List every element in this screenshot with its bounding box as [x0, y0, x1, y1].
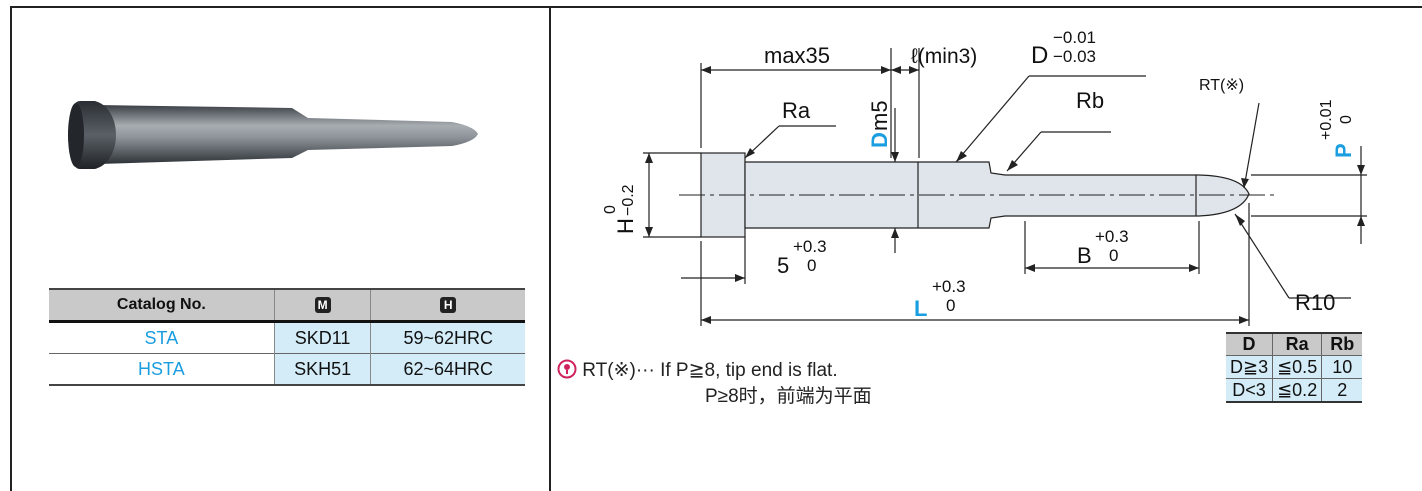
label-L: L	[914, 296, 927, 321]
dim-cell: D<3	[1226, 378, 1273, 403]
dim-cell: ≦0.5	[1272, 355, 1322, 379]
dimension-table: D Ra Rb D≧3 ≦0.5 10 D<3 ≦0.2 2	[1226, 332, 1363, 403]
label-max35: max35	[764, 43, 830, 68]
label-H-tol-upper: 0	[602, 205, 619, 214]
label-Dm5-m5: m5	[867, 100, 892, 131]
tip-note: RT(※)··· If P≧8, tip end is flat. P≥8时，前…	[557, 358, 872, 410]
tip-info-icon	[557, 359, 577, 379]
label-l-min3: ℓ(min3)	[911, 45, 977, 68]
label-D-tol-upper: −0.01	[1053, 28, 1096, 47]
label-Ra: Ra	[782, 98, 811, 123]
table-row: D≧3 ≦0.5 10	[1226, 355, 1363, 379]
label-P-tol-lower: 0	[1338, 115, 1355, 124]
dim-header-Rb: Rb	[1321, 333, 1363, 356]
dim-cell: ≦0.2	[1272, 378, 1322, 403]
label-D: D	[1031, 42, 1048, 69]
label-H: H	[613, 218, 638, 234]
table-row: STA SKD11 59~62HRC	[49, 320, 525, 354]
table-row: HSTA SKH51 62~64HRC	[49, 353, 525, 386]
dim-cell: 10	[1321, 355, 1363, 379]
outer-frame	[10, 6, 1422, 491]
label-P: P	[1331, 143, 1356, 158]
hardness-cell: 59~62HRC	[370, 320, 525, 354]
label-L-tol-lower: 0	[946, 296, 955, 315]
dim-cell: 2	[1321, 378, 1363, 403]
header-catalog-no: Catalog No.	[49, 289, 275, 322]
label-B-tol-upper: +0.3	[1095, 227, 1129, 246]
header-material: M	[273, 289, 371, 322]
catalog-cell: STA	[49, 320, 275, 354]
label-L-tol-upper: +0.3	[932, 277, 966, 296]
label-B-tol-lower: 0	[1109, 246, 1118, 265]
label-H-tol-lower: −0.2	[620, 184, 637, 216]
dim-cell: D≧3	[1226, 355, 1273, 379]
right-panel: max35 ℓ(min3) D −0.01 −0.03 Ra Rb RT(※) …	[551, 8, 1422, 491]
label-B: B	[1077, 243, 1092, 268]
catalog-cell: HSTA	[49, 353, 275, 386]
product-image	[68, 101, 478, 169]
label-R10: R10	[1295, 290, 1335, 315]
material-cell: SKH51	[273, 353, 371, 386]
pin-body-outline	[744, 161, 1250, 229]
dim-header-Ra: Ra	[1272, 333, 1322, 356]
label-Dm5-D: D	[867, 132, 892, 148]
hardness-cell: 62~64HRC	[370, 353, 525, 386]
label-Rb: Rb	[1076, 88, 1104, 113]
label-D-tol-lower: −0.03	[1053, 47, 1096, 66]
label-five-tol-lower: 0	[807, 256, 816, 275]
label-RT: RT(※)	[1199, 77, 1244, 94]
note-line-1: RT(※)··· If P≧8, tip end is flat.	[582, 360, 838, 381]
pin-shaft	[98, 105, 478, 164]
label-five-tol-upper: +0.3	[793, 237, 827, 256]
table-row: D<3 ≦0.2 2	[1226, 378, 1363, 403]
header-hardness: H	[370, 289, 525, 322]
note-line-2: P≥8时，前端为平面	[705, 386, 872, 407]
material-cell: SKD11	[273, 320, 371, 354]
panel-divider	[549, 6, 551, 491]
material-icon: M	[314, 296, 331, 313]
catalog-table: Catalog No. M H STA SKD11 59~62HRC HSTA …	[49, 288, 525, 386]
hardness-icon: H	[440, 296, 457, 313]
label-P-tol-upper: +0.01	[1318, 99, 1335, 140]
dim-header-D: D	[1226, 333, 1273, 356]
label-five: 5	[777, 253, 789, 278]
technical-drawing: max35 ℓ(min3) D −0.01 −0.03 Ra Rb RT(※) …	[602, 28, 1367, 326]
left-panel: Catalog No. M H STA SKD11 59~62HRC HSTA …	[12, 8, 549, 491]
